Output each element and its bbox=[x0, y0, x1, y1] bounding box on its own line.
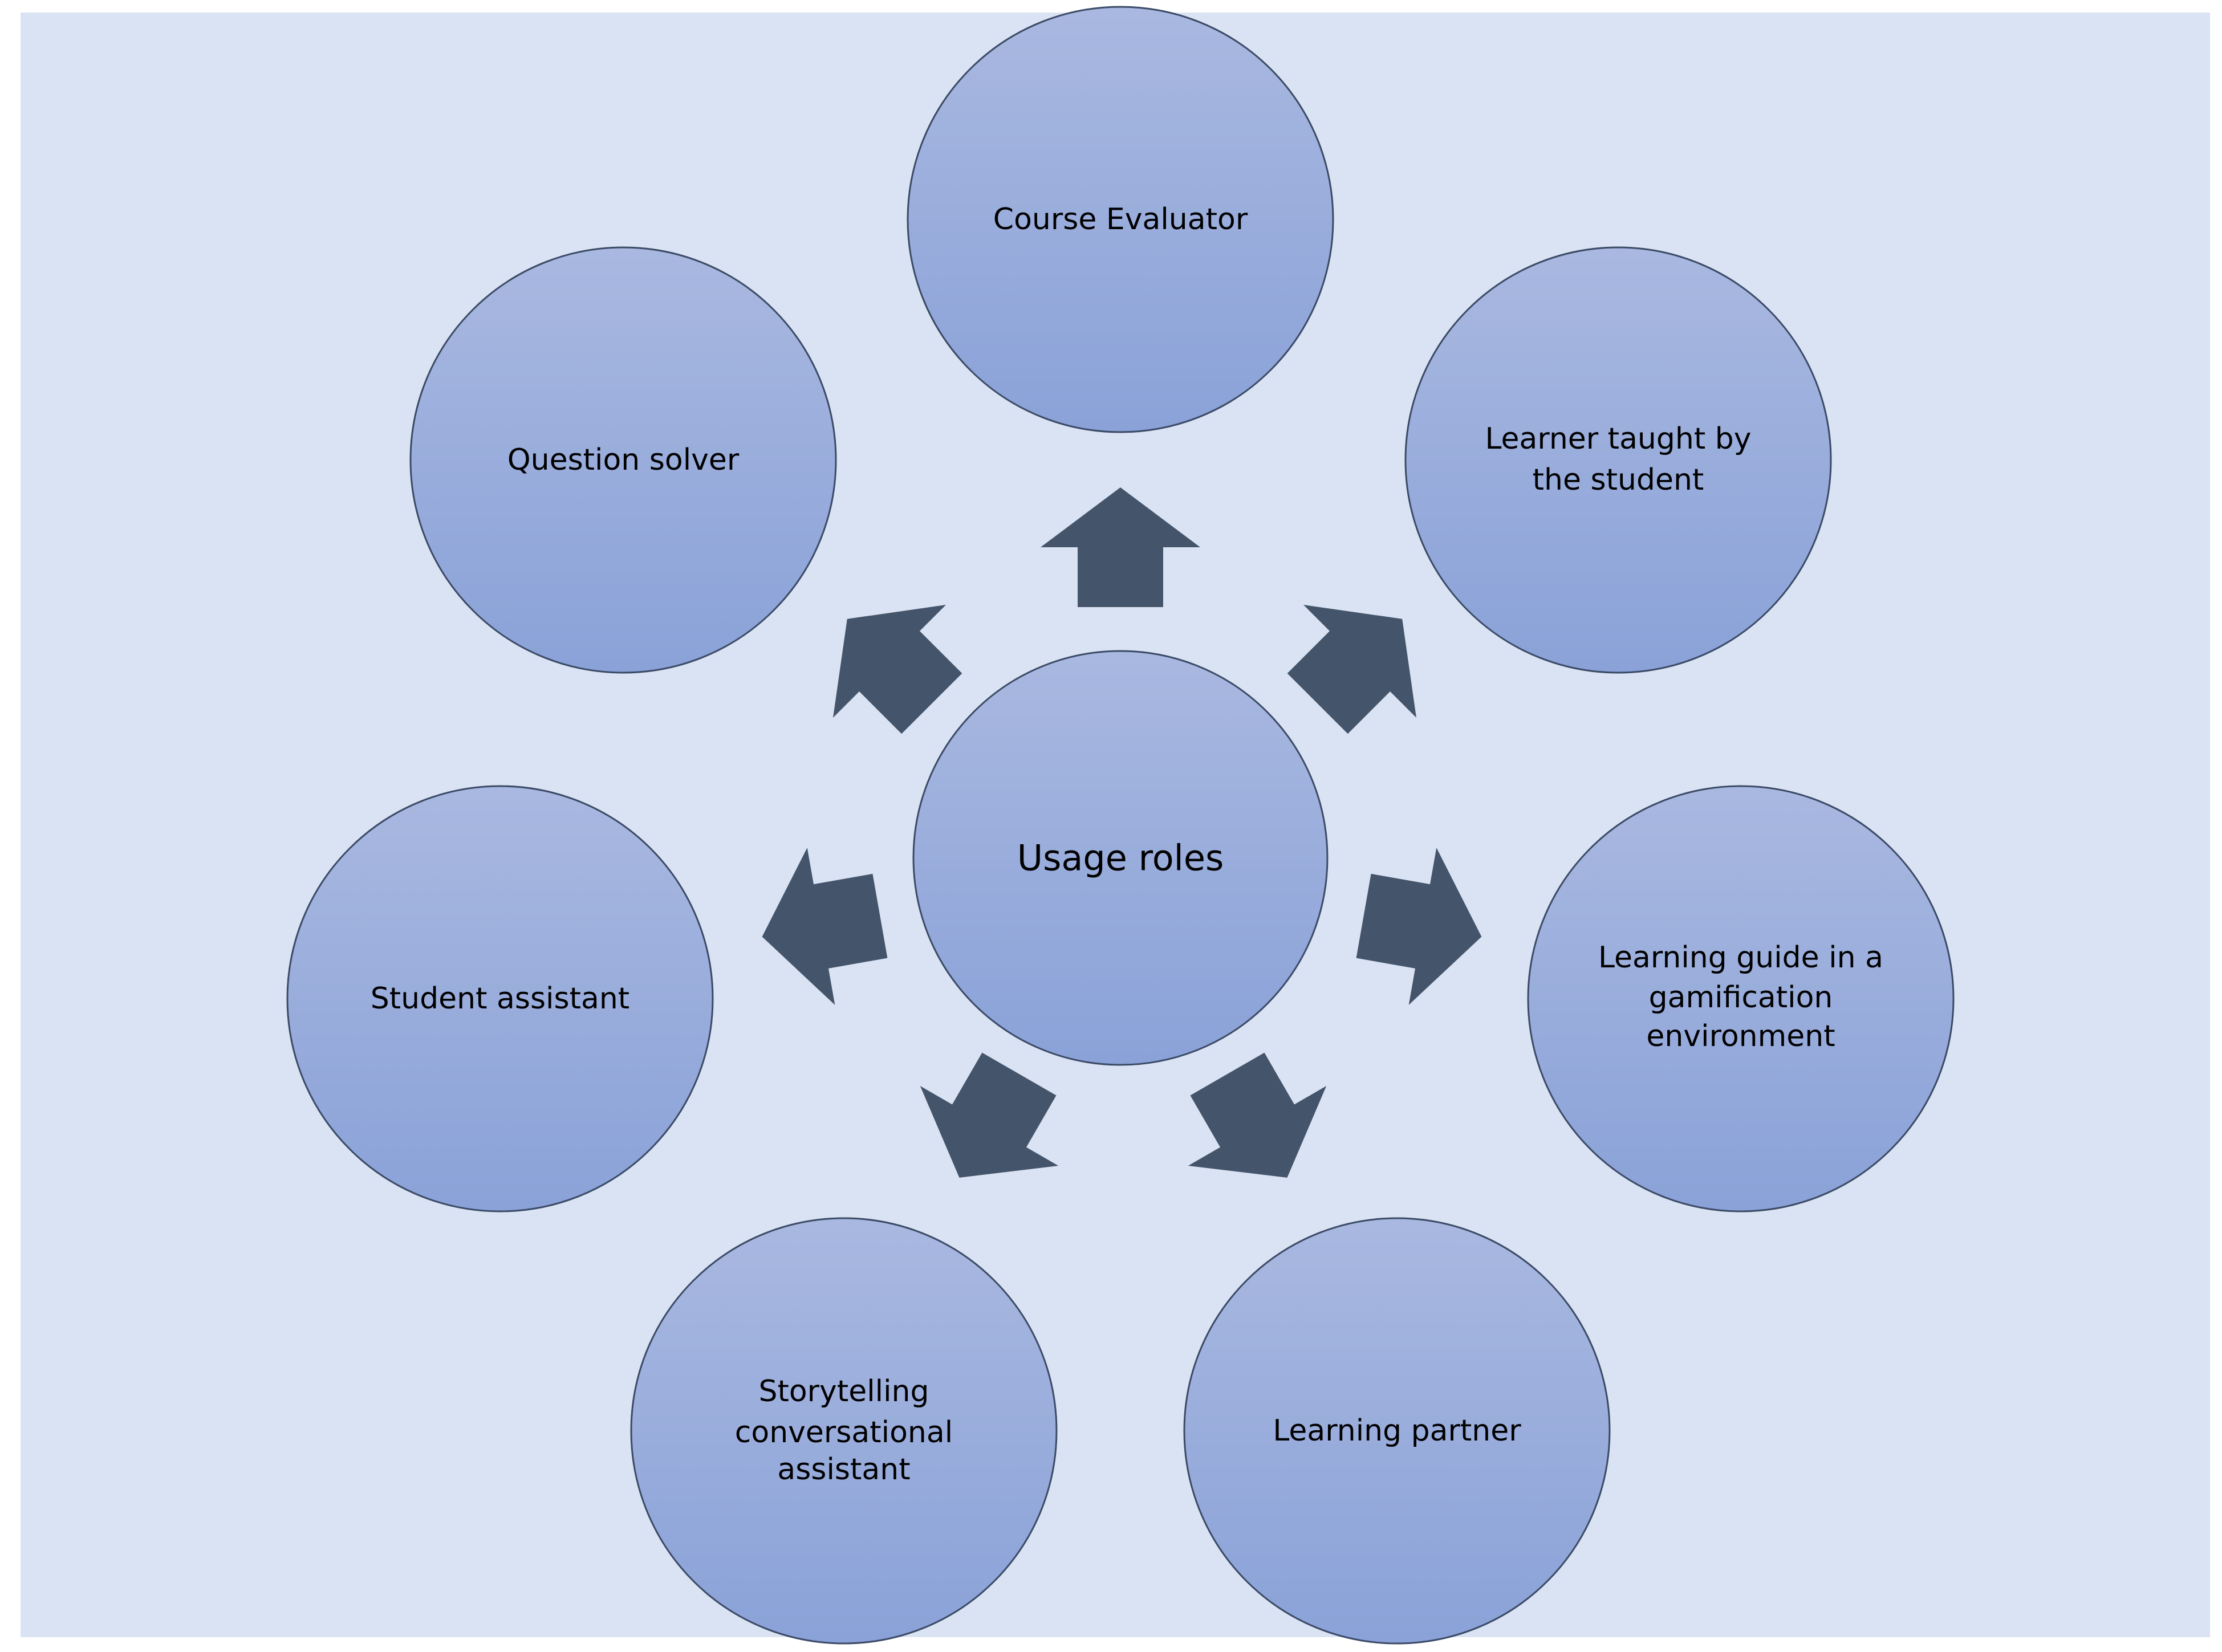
node-learner-taught: Learner taught by the student bbox=[1404, 246, 1832, 674]
node-label-learning-guide: Learning guide in a bbox=[1598, 941, 1883, 975]
arrow-to-storytelling bbox=[920, 1052, 1059, 1178]
node-label-course-evaluator: Course Evaluator bbox=[993, 202, 1248, 237]
node-question-solver: Question solver bbox=[409, 246, 837, 674]
node-storytelling-assistant: Storytelling conversational assistant bbox=[630, 1217, 1058, 1645]
arrows-group bbox=[762, 487, 1482, 1178]
arrow-to-learning-guide bbox=[1356, 848, 1482, 1005]
node-label-storytelling-line3: assistant bbox=[777, 1452, 910, 1487]
node-label-storytelling: Storytelling bbox=[758, 1374, 929, 1409]
node-label-learner-taught: Learner taught by bbox=[1485, 422, 1751, 456]
node-label-student-assistant: Student assistant bbox=[371, 982, 629, 1016]
node-label-learner-taught-line2: the student bbox=[1533, 463, 1704, 497]
node-label-learning-partner: Learning partner bbox=[1273, 1414, 1521, 1448]
center-node: Usage roles bbox=[912, 650, 1329, 1066]
node-label-storytelling-line2: conversational bbox=[735, 1415, 953, 1450]
node-label-learning-guide-line2: gamification bbox=[1649, 980, 1833, 1015]
center-label: Usage roles bbox=[1017, 837, 1224, 879]
node-learning-guide: Learning guide in a gamification environ… bbox=[1527, 785, 1955, 1212]
node-student-assistant: Student assistant bbox=[286, 785, 714, 1212]
arrow-to-learning-partner bbox=[1188, 1052, 1327, 1178]
arrow-to-learner-taught bbox=[1287, 605, 1416, 734]
arrow-to-student-assistant bbox=[762, 848, 888, 1005]
node-course-evaluator: Course Evaluator bbox=[907, 6, 1334, 433]
node-label-question-solver: Question solver bbox=[507, 443, 740, 477]
node-label-learning-guide-line3: environment bbox=[1646, 1019, 1835, 1053]
arrow-to-course-evaluator bbox=[1041, 487, 1200, 607]
node-learning-partner: Learning partner bbox=[1183, 1217, 1611, 1645]
arrow-to-question-solver bbox=[833, 605, 962, 734]
